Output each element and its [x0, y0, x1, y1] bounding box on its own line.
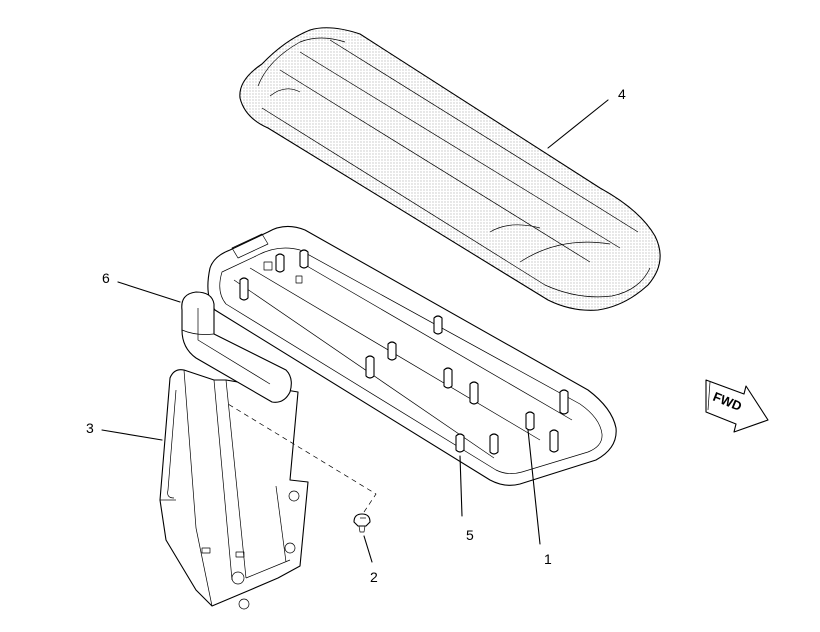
callout-2: 2: [370, 569, 378, 585]
callout-1: 1: [544, 551, 552, 567]
mounting-post: [239, 249, 569, 455]
callout-3: 3: [86, 420, 94, 436]
armrest-cushion: [239, 27, 661, 311]
callout-5: 5: [466, 527, 474, 543]
hinge-tube: [181, 291, 292, 403]
screw: [353, 513, 371, 533]
callout-6: 6: [102, 270, 110, 286]
leader-lines: [101, 99, 609, 563]
support-bracket: [159, 369, 309, 610]
callout-4: 4: [618, 86, 626, 102]
assembly-dashed-line: [227, 403, 377, 513]
armrest-base: [207, 225, 617, 486]
fwd-direction-arrow: FWD: [705, 379, 769, 433]
